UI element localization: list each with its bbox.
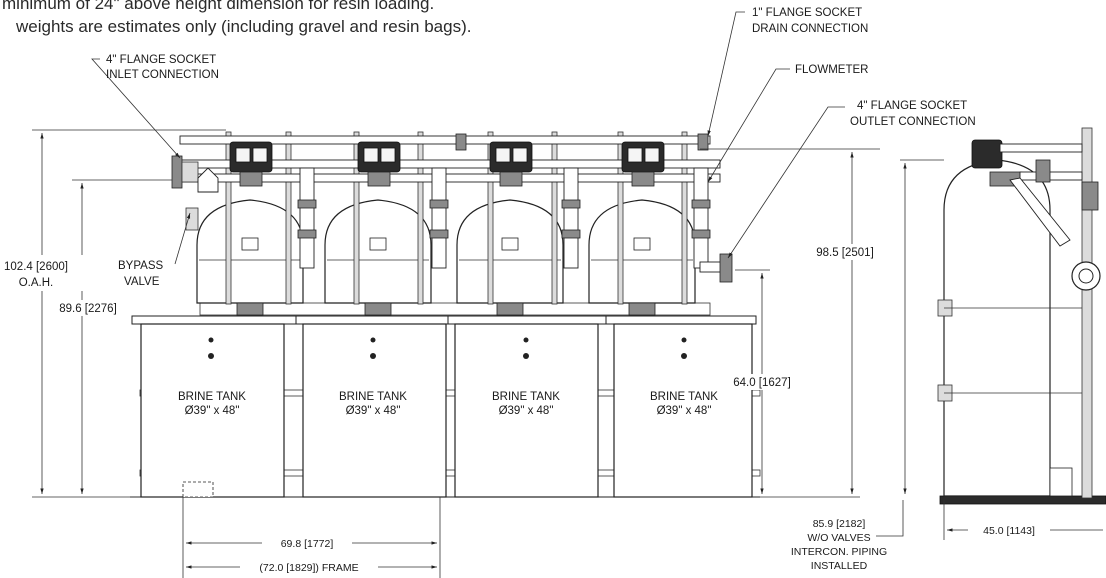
drain-callout-line1: 1" FLANGE SOCKET xyxy=(752,7,862,19)
side-leader xyxy=(876,500,904,537)
brine-tank-size: Ø39" x 48" xyxy=(657,405,712,417)
brine-tank-label: BRINE TANK xyxy=(492,391,560,403)
dim-mask xyxy=(3,255,83,291)
side-valve xyxy=(1035,159,1051,183)
side-frame-post xyxy=(1081,127,1093,499)
outlet-callout-line2: OUTLET CONNECTION xyxy=(850,116,976,128)
brine-fitting xyxy=(208,353,214,359)
side-outlet-bore xyxy=(1078,268,1094,284)
brine-fitting xyxy=(523,353,529,359)
side-height-note-2: INTERCON. PIPING xyxy=(791,546,887,558)
drain-flange xyxy=(455,133,709,151)
oah-dimension: 102.4 [2600] xyxy=(4,261,68,273)
dim-mask xyxy=(55,300,121,316)
dim-mask xyxy=(240,560,378,575)
resin-tank-3 xyxy=(456,199,564,316)
brine-fitting xyxy=(523,337,529,343)
dim-mask xyxy=(808,244,884,260)
skid-rail-upper xyxy=(139,389,761,397)
side-header-pipe xyxy=(1019,171,1083,181)
brine-tank-size: Ø39" x 48" xyxy=(499,405,554,417)
drawing-notes: minimum of 24" above height dimension fo… xyxy=(2,0,471,38)
dim-mask xyxy=(968,523,1050,538)
brine-body xyxy=(613,323,753,498)
brine-tank-label: BRINE TANK xyxy=(178,391,246,403)
side-height-note-1: W/O VALVES xyxy=(807,532,870,544)
brine-fitting xyxy=(681,337,687,343)
brine-tank-3 xyxy=(447,315,617,498)
brine-body xyxy=(454,323,599,498)
outlet-flange xyxy=(699,253,733,283)
resin-tank-4 xyxy=(588,199,696,316)
brine-tank-4 xyxy=(605,315,757,498)
control-valve-4 xyxy=(621,141,665,187)
side-height-dimension: 85.9 [2182] xyxy=(813,518,866,530)
brine-tank-2 xyxy=(295,315,457,498)
resin-tank-1 xyxy=(196,199,304,316)
side-base-block xyxy=(1049,467,1073,497)
brine-base-outline xyxy=(182,481,214,498)
drop-pipes xyxy=(297,167,711,269)
frame-rail xyxy=(199,302,711,316)
height-64-dimension: 64.0 [1627] xyxy=(733,377,791,389)
control-valve-2 xyxy=(357,141,401,187)
front-elevation: BRINE TANK Ø39" x 48" BRINE TANK Ø39" x … xyxy=(3,7,976,578)
control-valve-1 xyxy=(229,141,273,187)
note-line-1: minimum of 24" above height dimension fo… xyxy=(2,0,435,13)
callout-leaders xyxy=(91,11,845,265)
side-height-note-3: INSTALLED xyxy=(811,560,868,572)
brine-lid xyxy=(447,315,617,325)
note-line-2: weights are estimates only (including gr… xyxy=(16,17,472,36)
brine-fitting xyxy=(370,337,376,343)
brine-tank-size: Ø39" x 48" xyxy=(346,405,401,417)
height-89-dimension: 89.6 [2276] xyxy=(59,303,117,315)
bypass-callout-line2: VALVE xyxy=(124,276,160,288)
side-angled-pipe xyxy=(1009,177,1071,247)
dim-mask xyxy=(724,374,802,390)
inlet-callout-line1: 4" FLANGE SOCKET xyxy=(106,54,216,66)
frame-dimension: (72.0 [1829]) FRAME xyxy=(259,562,358,574)
brine-tank-size: Ø39" x 48" xyxy=(185,405,240,417)
side-width-dimension: 45.0 [1143] xyxy=(983,525,1035,537)
bypass-callout-line1: BYPASS xyxy=(118,260,163,272)
brine-body xyxy=(140,323,285,498)
side-flowmeter xyxy=(1081,181,1099,211)
skid-rail-lower xyxy=(139,469,761,477)
brine-lid xyxy=(295,315,457,325)
side-header-pipe xyxy=(999,143,1083,153)
control-valve-3 xyxy=(489,141,533,187)
width-69-dimension: 69.8 [1772] xyxy=(281,538,334,550)
inlet-callout-line2: INLET CONNECTION xyxy=(106,69,219,81)
brine-body xyxy=(302,323,447,498)
side-control-valve xyxy=(971,139,1003,169)
brine-lid xyxy=(605,315,757,325)
drain-callout-line2: DRAIN CONNECTION xyxy=(752,23,868,35)
brine-lid xyxy=(131,315,311,325)
resin-tank-2 xyxy=(324,199,432,316)
height-98-dimension: 98.5 [2501] xyxy=(816,247,874,259)
brine-tank-label: BRINE TANK xyxy=(339,391,407,403)
frame-posts xyxy=(225,131,688,305)
side-skid-base xyxy=(939,495,1106,505)
side-elevation: 85.9 [2182] W/O VALVES INTERCON. PIPING … xyxy=(791,127,1106,572)
outlet-callout-line1: 4" FLANGE SOCKET xyxy=(857,100,967,112)
brine-fitting xyxy=(208,337,214,343)
brine-fitting xyxy=(370,353,376,359)
brine-fitting xyxy=(681,353,687,359)
oah-label: O.A.H. xyxy=(19,277,54,289)
dim-mask xyxy=(262,536,352,551)
brine-tank-1 xyxy=(131,315,311,498)
brine-tank-label: BRINE TANK xyxy=(650,391,718,403)
flowmeter-callout: FLOWMETER xyxy=(795,64,868,76)
